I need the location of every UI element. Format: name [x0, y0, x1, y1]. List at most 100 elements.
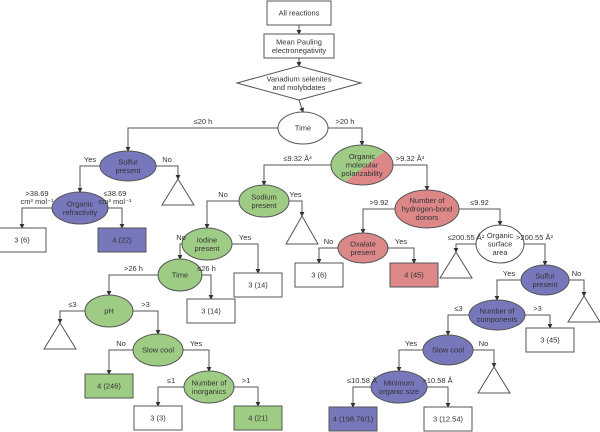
edge-label: ≤20 h [194, 117, 213, 126]
node-label: and molybdates [273, 83, 326, 92]
decision-ellipse [337, 232, 389, 264]
leaf-box [186, 298, 236, 324]
edge-label: Yes [289, 190, 301, 199]
node-leaf-3-3: 3 (3) [133, 405, 183, 431]
edge-label: >26 h [124, 264, 143, 273]
leaf-box [133, 405, 183, 431]
node-label: 3 (6) [14, 236, 30, 245]
decision-ellipse [330, 144, 394, 186]
edge-label: Yes [503, 269, 515, 278]
edge-label: ≤10.58 Å [347, 376, 377, 385]
edge-label: >38.69 [25, 189, 48, 198]
edge-label: ≤38.69 [104, 189, 127, 198]
node-leaf-4-45: 4 (45) [389, 262, 439, 288]
node-label: Time [172, 271, 188, 280]
node-label: present [350, 248, 376, 257]
decision-ellipse [520, 264, 570, 296]
node-label: Number of [191, 378, 227, 387]
node-all: All reactions [266, 0, 332, 26]
decision-ellipse [238, 184, 290, 218]
edge-sulfur2-to-components [494, 279, 521, 301]
edge-sulfur1-to-tri-sulfur1-no [156, 165, 181, 180]
node-label: Number of [409, 196, 445, 205]
node-label: Organic [487, 231, 514, 240]
node-label: 3 (14) [248, 281, 268, 290]
node-ph: pH [84, 294, 134, 328]
node-label: Organic [349, 152, 376, 161]
edge-hbond-to-surface [459, 208, 503, 226]
node-label: 3 (3) [150, 414, 166, 423]
leaf-box [233, 272, 283, 298]
node-label: 4 (198.76/1) [333, 415, 374, 424]
edges-layer [19, 25, 587, 408]
subtree-triangle-icon [477, 366, 511, 394]
edge-refract-to-leaf-4-22 [108, 207, 125, 229]
leaf-box [263, 33, 335, 59]
edge-label: Yes [84, 155, 96, 164]
decision-ellipse [51, 191, 109, 225]
node-label: 3 (14) [201, 307, 221, 316]
edge-ph-to-slowcool1 [133, 310, 161, 335]
node-leaf-3-6a: 3 (6) [0, 227, 47, 253]
node-tri-surface-le [439, 251, 473, 279]
node-tri-sodium-yes [285, 214, 319, 245]
edge-surface-to-tri-surface-le [453, 243, 476, 253]
edge-inorg-to-leaf-3-3 [155, 386, 184, 407]
node-label: Sulfur [535, 271, 555, 280]
node-label: 4 (246) [97, 382, 121, 391]
edge-label: ≤200.55 Å² [448, 233, 485, 242]
edge-label: >3 [533, 304, 542, 313]
edge-label: >3 [141, 300, 150, 309]
edge-label: ≤9.92 [470, 198, 489, 207]
edge-label: ≤1 [167, 376, 175, 385]
node-label: All reactions [279, 9, 320, 18]
node-label: present [251, 201, 277, 210]
edge-label: >1 [242, 376, 251, 385]
edge-label: No [479, 339, 489, 348]
edge-polar-to-sodium [261, 164, 331, 186]
edge-label: >20 h [336, 117, 355, 126]
edge-slowcool1-to-leaf-4-246 [106, 349, 133, 375]
edge-label: >10.58 Å [422, 376, 452, 385]
decision-ellipse [157, 258, 203, 292]
edge-oxalate-to-leaf-4-45 [388, 247, 417, 264]
decision-ellipse [370, 370, 428, 404]
edge-iodine-to-time2 [177, 243, 183, 260]
edge-label: No [218, 190, 228, 199]
node-label: 4 (21) [248, 414, 268, 423]
node-time2: Time [157, 258, 203, 292]
node-label: Slow cool [432, 346, 464, 355]
node-label: Sulfur [118, 157, 138, 166]
node-label: 3 (6) [311, 271, 327, 280]
decision-ellipse [475, 224, 525, 264]
node-leaf-4-22: 4 (22) [97, 227, 147, 253]
decision-ellipse [84, 294, 134, 328]
node-label: Organic [67, 199, 94, 208]
node-label: Mean Pauling [276, 37, 322, 46]
leaf-box [389, 262, 439, 288]
diamond-shape [235, 65, 363, 101]
leaf-box [266, 0, 332, 26]
node-tri-slowcool2-no [477, 366, 511, 394]
node-label: Minimum [384, 378, 414, 387]
subtree-triangle-icon [567, 295, 600, 323]
edge-label: cm³ mol⁻¹ [20, 197, 54, 206]
leaf-box [0, 227, 47, 253]
node-leaf-3-45: 3 (45) [525, 327, 575, 353]
edge-sulfur1-to-refract [77, 165, 100, 193]
node-label: surface [488, 240, 513, 249]
node-label: inorganics [192, 387, 226, 396]
edge-label: Yes [190, 339, 202, 348]
node-slowcool2: Slow cool [422, 334, 474, 366]
leaf-box [328, 406, 378, 432]
edge-iodine-to-leaf-3-14a [232, 243, 261, 274]
edge-label: Yes [239, 233, 251, 242]
edge-label: No [176, 233, 186, 242]
node-label: hydrogen-bond [402, 205, 452, 214]
node-label: pH [104, 307, 114, 316]
edge-label: No [572, 269, 582, 278]
node-leaf-3-6b: 3 (6) [294, 262, 344, 288]
